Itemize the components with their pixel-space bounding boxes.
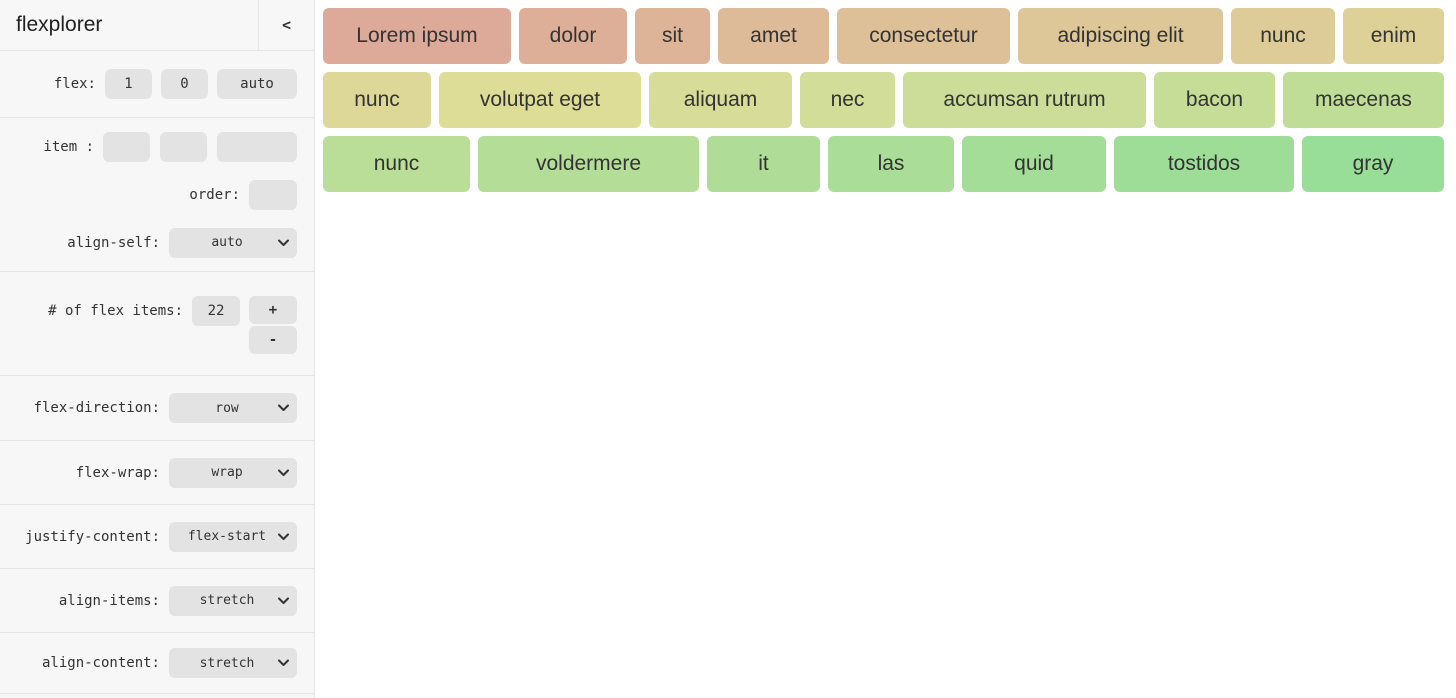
item-grow-input[interactable]: [103, 131, 150, 162]
flex-item: Lorem ipsum: [323, 8, 511, 64]
flex-direction-section: flex-direction: row: [0, 375, 314, 440]
flex-item: gray: [1302, 136, 1444, 192]
flex-item: las: [828, 136, 954, 192]
flex-item: dolor: [519, 8, 627, 64]
flex-item: maecenas: [1283, 72, 1444, 128]
align-self-row: align-self: auto: [67, 227, 297, 258]
item-flex-row: item :: [43, 131, 297, 162]
flex-item: amet: [718, 8, 829, 64]
justify-content-label: justify-content:: [25, 528, 160, 545]
app-title: flexplorer: [16, 13, 103, 36]
flex-wrap-section: flex-wrap: wrap: [0, 440, 314, 504]
flex-shrink-input[interactable]: [161, 69, 208, 99]
align-self-select[interactable]: auto: [169, 227, 297, 258]
item-label: item :: [43, 138, 94, 155]
flex-label: flex:: [53, 76, 96, 92]
flex-item: voldermere: [478, 136, 699, 192]
remove-item-button[interactable]: -: [249, 326, 297, 354]
flex-wrap-select[interactable]: wrap: [169, 457, 297, 488]
flex-item: adipiscing elit: [1018, 8, 1223, 64]
flex-item: consectetur: [837, 8, 1010, 64]
order-label: order:: [189, 186, 240, 203]
flex-basis-input[interactable]: [217, 69, 297, 99]
flex-item: enim: [1343, 8, 1444, 64]
justify-content-section: justify-content: flex-start: [0, 504, 314, 568]
flex-item: it: [707, 136, 820, 192]
order-row: order:: [189, 179, 297, 210]
item-basis-input[interactable]: [217, 131, 297, 162]
align-content-select[interactable]: stretch: [169, 648, 297, 678]
flex-direction-label: flex-direction:: [33, 400, 160, 416]
flex-item: nunc: [323, 136, 470, 192]
flex-item: nunc: [323, 72, 431, 128]
align-content-label: align-content:: [41, 655, 160, 671]
sidebar-collapse-button[interactable]: <: [258, 0, 314, 50]
flex-item-count-input[interactable]: [192, 296, 240, 326]
item-count-label: # of flex items:: [48, 303, 183, 319]
item-section: item : order: align-self: auto: [0, 117, 314, 271]
count-buttons: + -: [249, 296, 297, 354]
flex-item: quid: [962, 136, 1106, 192]
order-input[interactable]: [249, 179, 297, 210]
align-content-section: align-content: stretch: [0, 632, 314, 694]
item-count-section: # of flex items: + -: [0, 271, 314, 375]
flex-item: tostidos: [1114, 136, 1294, 192]
align-items-select[interactable]: stretch: [169, 585, 297, 616]
flex-section: flex:: [0, 50, 314, 117]
align-items-section: align-items: stretch: [0, 568, 314, 632]
flex-item: bacon: [1154, 72, 1275, 128]
flex-item: sit: [635, 8, 710, 64]
flex-wrap-label: flex-wrap:: [75, 464, 160, 481]
sidebar: flexplorer < flex: item : order: align-s…: [0, 0, 315, 698]
flex-grow-input[interactable]: [105, 69, 152, 99]
justify-content-select[interactable]: flex-start: [169, 521, 297, 552]
flex-item: volutpat eget: [439, 72, 641, 128]
flex-item: nec: [800, 72, 895, 128]
flex-item: nunc: [1231, 8, 1335, 64]
sidebar-header: flexplorer <: [0, 0, 314, 50]
align-items-label: align-items:: [58, 592, 160, 609]
add-item-button[interactable]: +: [249, 296, 297, 324]
align-self-label: align-self:: [67, 234, 160, 251]
flex-direction-select[interactable]: row: [169, 393, 297, 423]
item-shrink-input[interactable]: [160, 131, 207, 162]
flex-item: aliquam: [649, 72, 792, 128]
flex-item: accumsan rutrum: [903, 72, 1146, 128]
